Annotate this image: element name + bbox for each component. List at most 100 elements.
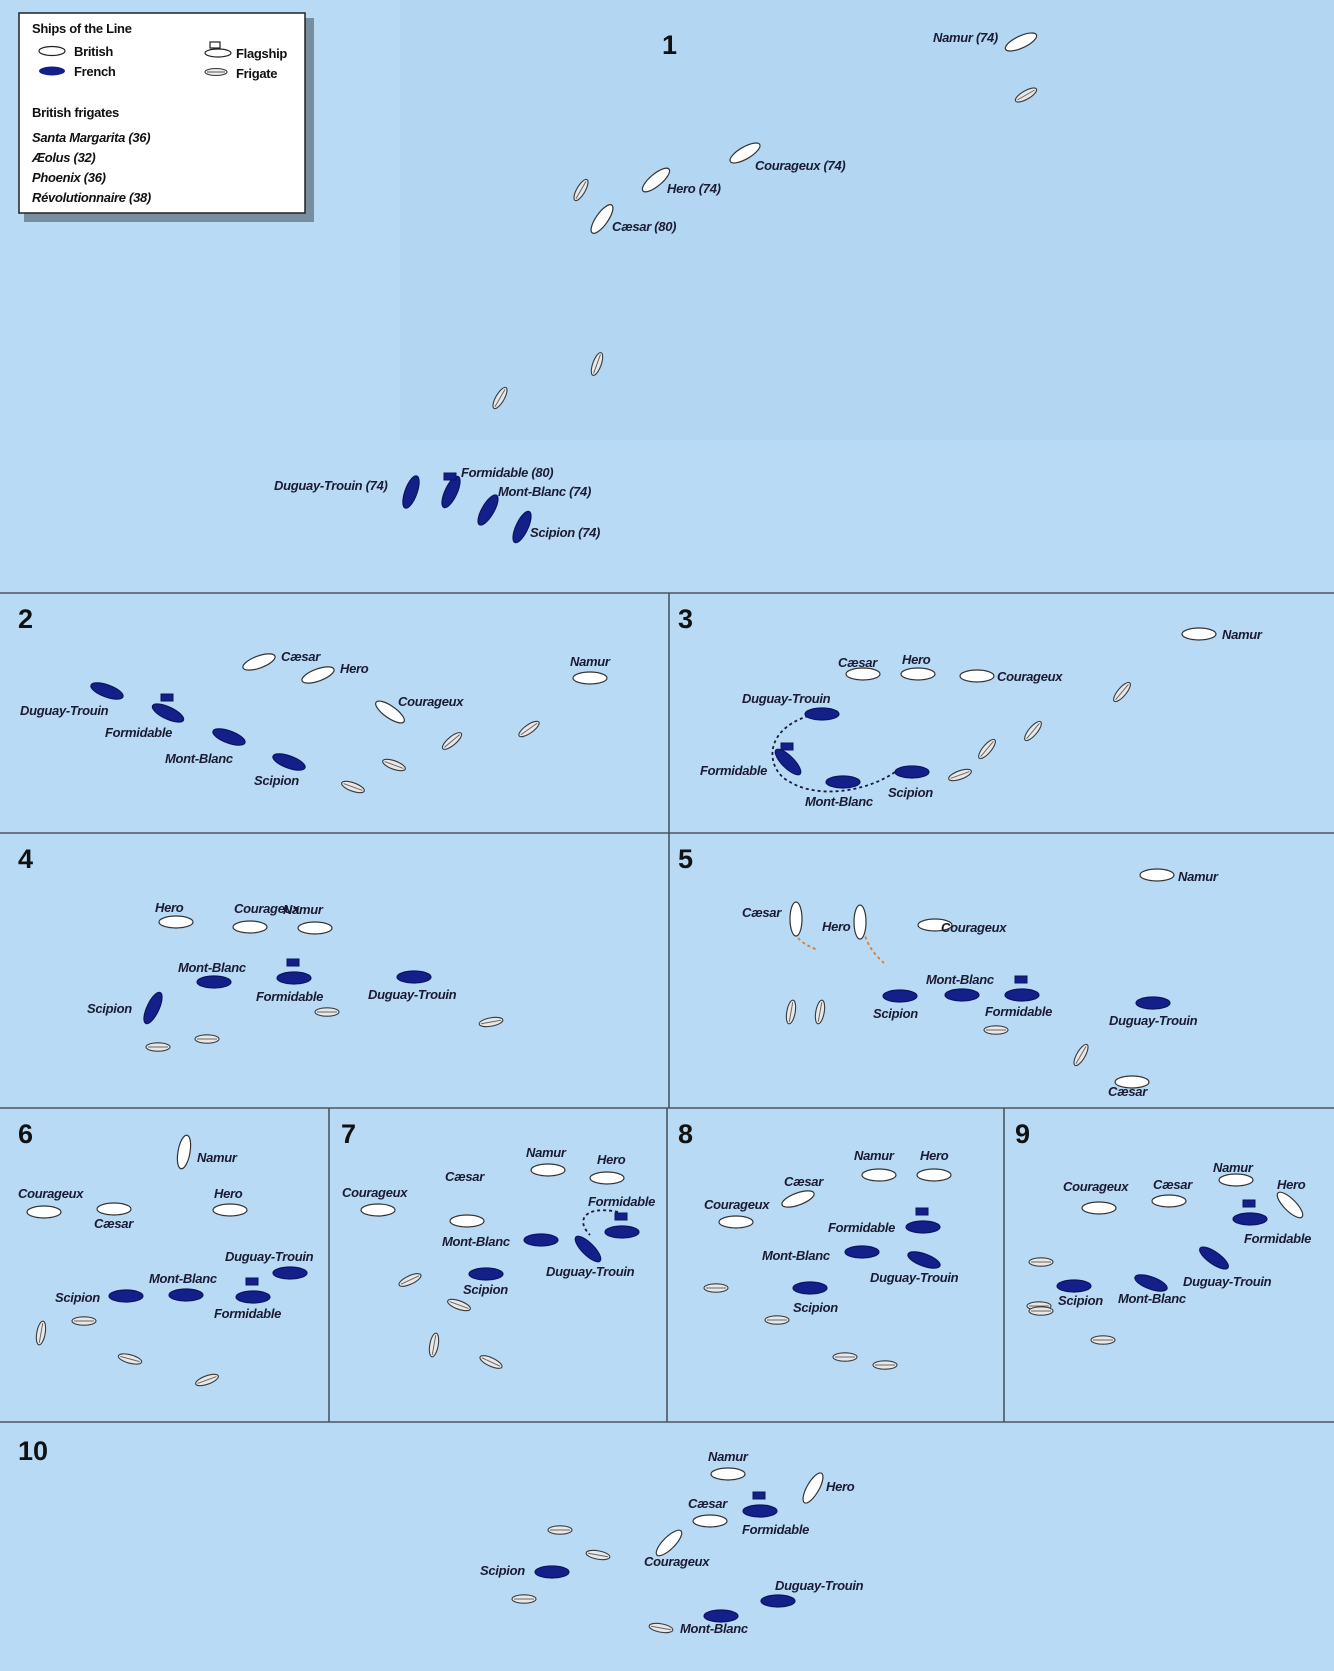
french-ship bbox=[882, 989, 918, 1003]
flagship-marker bbox=[286, 958, 300, 967]
french-ship bbox=[168, 1288, 204, 1302]
flagship-marker bbox=[160, 693, 174, 702]
british-ship bbox=[845, 667, 881, 681]
french-ship bbox=[402, 475, 420, 509]
frigate-icon bbox=[204, 68, 228, 76]
british-ship bbox=[1181, 627, 1217, 641]
frigate bbox=[1028, 1257, 1054, 1267]
british-ship bbox=[530, 1163, 566, 1177]
british-ship bbox=[158, 915, 194, 929]
french-ship bbox=[604, 1225, 640, 1239]
ship-label: Formidable bbox=[985, 1004, 1052, 1019]
ship-label: Cæsar bbox=[1153, 1177, 1193, 1192]
british-ship bbox=[1081, 1201, 1117, 1215]
ship-label: Formidable bbox=[588, 1194, 655, 1209]
frigate bbox=[814, 999, 826, 1025]
ship-label: Courageux bbox=[1063, 1179, 1129, 1194]
ship-label: Hero bbox=[902, 652, 931, 667]
ship-label: Duguay-Trouin bbox=[870, 1270, 959, 1285]
legend-flagship: Flagship bbox=[236, 46, 287, 61]
flagship-icon bbox=[204, 41, 232, 58]
ship-label: Courageux bbox=[398, 694, 464, 709]
frigate bbox=[547, 1525, 573, 1535]
ship-label: Cæsar (80) bbox=[612, 219, 676, 234]
ship-label: Courageux bbox=[941, 920, 1007, 935]
british-ship bbox=[916, 1168, 952, 1182]
frigate bbox=[978, 738, 996, 760]
british-ship bbox=[1139, 868, 1175, 882]
ship-label: Formidable bbox=[256, 989, 323, 1004]
frigate bbox=[145, 1042, 171, 1052]
frigate bbox=[441, 732, 463, 750]
british-ship bbox=[96, 1202, 132, 1216]
panel-number: 2 bbox=[18, 604, 33, 634]
french-ship bbox=[825, 775, 861, 789]
frigate bbox=[648, 1622, 674, 1634]
ship-label: Hero bbox=[920, 1148, 949, 1163]
british-ship bbox=[718, 1215, 754, 1229]
flagship-marker bbox=[1242, 1199, 1256, 1208]
ship-label: Cæsar bbox=[784, 1174, 824, 1189]
ship-label: Scipion bbox=[254, 773, 299, 788]
frigate bbox=[983, 1025, 1009, 1035]
frigate bbox=[341, 780, 365, 794]
french-ship bbox=[272, 753, 306, 771]
ship-label: Hero bbox=[214, 1186, 243, 1201]
frigate bbox=[479, 1355, 503, 1369]
ship-label: Hero bbox=[1277, 1177, 1306, 1192]
frigate bbox=[398, 1273, 422, 1287]
ship-label: Duguay-Trouin bbox=[775, 1578, 864, 1593]
frigate bbox=[785, 999, 797, 1025]
panel-number: 10 bbox=[18, 1436, 48, 1466]
ship-label: Cæsar bbox=[688, 1496, 728, 1511]
panel-number: 4 bbox=[18, 844, 33, 874]
british-ship bbox=[729, 142, 761, 164]
ship-label: Mont-Blanc (74) bbox=[498, 484, 591, 499]
british-ship bbox=[26, 1205, 62, 1219]
ship-label: Mont-Blanc bbox=[178, 960, 247, 975]
french-ship bbox=[151, 703, 185, 723]
ship-label: Namur (74) bbox=[933, 30, 998, 45]
ship-label: Courageux bbox=[18, 1186, 84, 1201]
panel-number: 5 bbox=[678, 844, 693, 874]
british-ship bbox=[301, 666, 335, 684]
british-ship bbox=[655, 1529, 683, 1557]
ship-label: Formidable bbox=[214, 1306, 281, 1321]
frigate bbox=[703, 1283, 729, 1293]
panel-number: 8 bbox=[678, 1119, 693, 1149]
ship-label: Duguay-Trouin bbox=[225, 1249, 314, 1264]
frigate bbox=[117, 1353, 143, 1365]
ship-label: Duguay-Trouin bbox=[742, 691, 831, 706]
track-line bbox=[861, 924, 885, 964]
french-ship bbox=[894, 765, 930, 779]
frigate bbox=[872, 1360, 898, 1370]
ship-label: Hero (74) bbox=[667, 181, 721, 196]
british-ship bbox=[781, 1190, 815, 1208]
frigate bbox=[573, 178, 589, 202]
track-line bbox=[582, 1209, 619, 1236]
ship-label: Namur bbox=[1178, 869, 1219, 884]
ship-label: Scipion (74) bbox=[530, 525, 600, 540]
ship-label: Formidable bbox=[1244, 1231, 1311, 1246]
ship-label: Courageux bbox=[234, 901, 300, 916]
ship-label: Mont-Blanc bbox=[1118, 1291, 1187, 1306]
frigate bbox=[1073, 1043, 1089, 1067]
ship-label: Scipion bbox=[888, 785, 933, 800]
ship-label: Scipion bbox=[463, 1282, 508, 1297]
ship-label: Mont-Blanc bbox=[680, 1621, 749, 1636]
ship-label: Courageux bbox=[342, 1185, 408, 1200]
frigate bbox=[314, 1007, 340, 1017]
french-ship bbox=[760, 1594, 796, 1608]
ship-label: Cæsar bbox=[838, 655, 878, 670]
british-ship bbox=[232, 920, 268, 934]
frigate bbox=[447, 1298, 471, 1312]
ship-label: Formidable bbox=[105, 725, 172, 740]
ship-label: Duguay-Trouin bbox=[368, 987, 457, 1002]
labels-layer: Namur (74)Courageux (74)Hero (74)Cæsar (… bbox=[18, 30, 1311, 1636]
frigate bbox=[1113, 681, 1131, 703]
ship-label: Formidable bbox=[700, 763, 767, 778]
french-ship bbox=[235, 1290, 271, 1304]
legend-title: Ships of the Line bbox=[32, 21, 132, 36]
frigate bbox=[948, 768, 972, 782]
british-ship bbox=[789, 901, 803, 937]
